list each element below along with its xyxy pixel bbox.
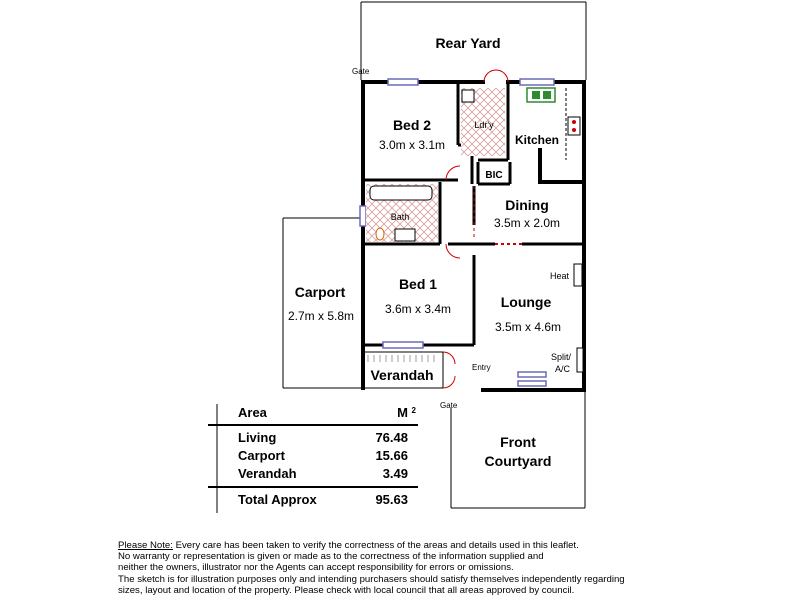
split-ac-label-1: Split/: [551, 352, 572, 362]
disclaimer-line-4: The sketch is for illustration purposes …: [118, 573, 625, 585]
lounge-dims: 3.5m x 4.6m: [495, 320, 561, 334]
area-row-value: 15.66: [375, 448, 408, 463]
kitchen-fittings: [526, 87, 581, 160]
area-row-label: Carport: [238, 448, 285, 463]
split-ac-label-2: A/C: [555, 364, 571, 374]
bed2-label: Bed 2: [393, 117, 431, 133]
area-row-total: Total Approx 95.63: [208, 486, 418, 509]
disclaimer-heading: Please Note:: [118, 540, 173, 551]
disclaimer-text-1: Every care has been taken to verify the …: [172, 540, 579, 551]
bed1-label: Bed 1: [399, 276, 437, 292]
heater-icon: [573, 263, 583, 287]
area-row-label: Living: [238, 430, 277, 445]
bed2-dims: 3.0m x 3.1m: [379, 138, 445, 152]
toilet-icon: [375, 227, 385, 241]
carport-dims: 2.7m x 5.8m: [288, 309, 354, 323]
basin-icon: [394, 228, 416, 242]
bathtub-icon: [369, 185, 433, 201]
split-ac-icon: [576, 347, 584, 373]
disclaimer-line-1: Please Note: Every care has been taken t…: [118, 540, 678, 551]
area-row-carport: Carport 15.66: [208, 447, 418, 465]
bed1-dims: 3.6m x 3.4m: [385, 302, 451, 316]
gate-top-label: Gate: [352, 67, 370, 76]
windows: [359, 78, 555, 387]
disclaimer-line-5: sizes, layout and location of the proper…: [118, 584, 575, 596]
disclaimer-line-2: No warranty or representation is given o…: [118, 551, 544, 563]
area-row-verandah: Verandah 3.49: [208, 465, 418, 483]
rear-yard-boundary: [360, 1, 587, 80]
bath-label: Bath: [391, 212, 410, 222]
area-total-label: Total Approx: [238, 492, 317, 507]
front-courtyard-label-1: Front: [500, 434, 536, 450]
gate-bottom-label: Gate: [440, 401, 458, 410]
area-row-label: Verandah: [238, 466, 297, 481]
rear-yard-label: Rear Yard: [435, 35, 500, 51]
front-courtyard-outline: [450, 390, 586, 509]
carport-label: Carport: [295, 284, 346, 300]
area-row-value: 3.49: [382, 466, 408, 481]
kitchen-label: Kitchen: [515, 133, 559, 147]
dining-dims: 3.5m x 2.0m: [494, 216, 560, 230]
front-courtyard-label-2: Courtyard: [485, 453, 552, 469]
entry-label: Entry: [472, 363, 491, 372]
bic-label: BIC: [485, 170, 502, 181]
area-header-unit: M: [397, 405, 408, 420]
laundry-tub-icon: [461, 89, 475, 103]
verandah-label: Verandah: [370, 367, 433, 383]
area-header-label: Area: [238, 405, 267, 420]
dining-label: Dining: [505, 197, 549, 213]
area-header-sup: 2: [411, 406, 416, 415]
laundry-label: Ldr'y: [474, 120, 494, 130]
area-row-living: Living 76.48: [208, 429, 418, 447]
area-table: Area M 2 Living 76.48 Carport 15.66 Vera…: [208, 404, 418, 509]
area-total-value: 95.63: [375, 492, 408, 507]
area-table-header: Area M 2: [208, 404, 418, 426]
lounge-label: Lounge: [501, 294, 552, 310]
disclaimer-line-3: neither the owners, illustrator nor the …: [118, 562, 514, 574]
disclaimer-note: Please Note: Every care has been taken t…: [118, 540, 678, 596]
heat-label: Heat: [550, 271, 570, 281]
doors: [442, 69, 522, 389]
area-row-value: 76.48: [375, 430, 408, 445]
verandah-outline: [362, 351, 444, 389]
carport-outline: [282, 217, 361, 389]
